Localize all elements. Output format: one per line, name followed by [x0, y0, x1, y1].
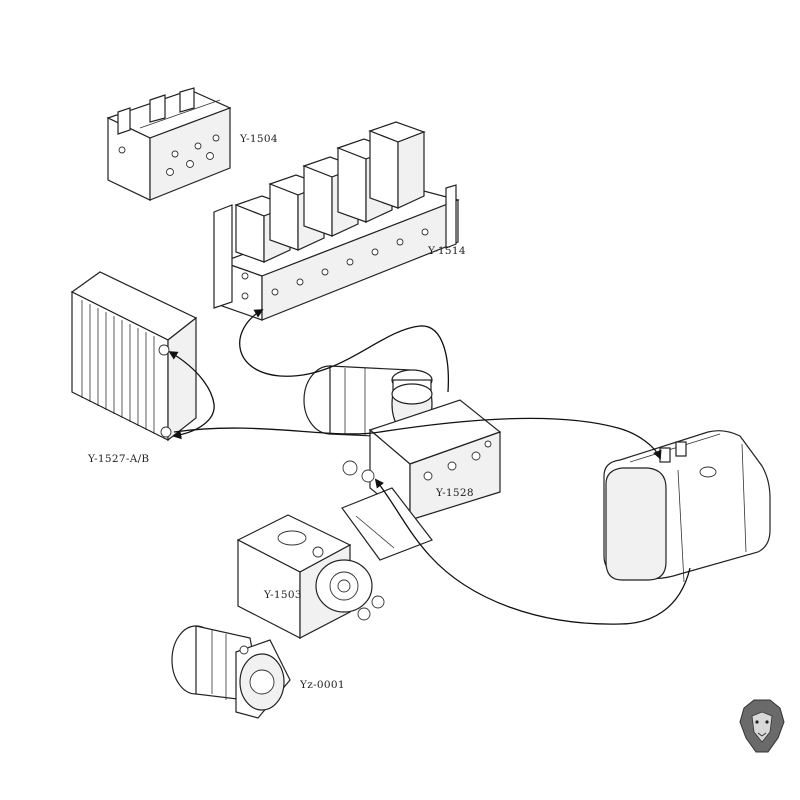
label-y1514: Y-1514 [427, 245, 466, 257]
valve-bank-y1514 [213, 121, 460, 321]
hose-cooler-to-tank [173, 417, 662, 460]
hose-manifold-to-pump [239, 309, 449, 393]
small-motor-yz0001 [171, 625, 291, 719]
hydraulic-tank [603, 430, 771, 583]
label-y1504: Y-1504 [239, 133, 278, 145]
manifold-block-y1504 [106, 87, 232, 201]
lion-logo-icon [739, 699, 785, 753]
label-y1528: Y-1528 [435, 487, 474, 499]
hose-tank-to-pump [374, 478, 691, 625]
label-yz0001: Yz-0001 [299, 679, 345, 691]
motor-pump-y1528 [303, 365, 502, 561]
label-y1527: Y-1527-A/B [87, 453, 149, 465]
oil-cooler-y1527 [70, 271, 198, 442]
label-y1503: Y-1503 [263, 589, 302, 601]
directional-valve-y1503 [236, 514, 385, 639]
